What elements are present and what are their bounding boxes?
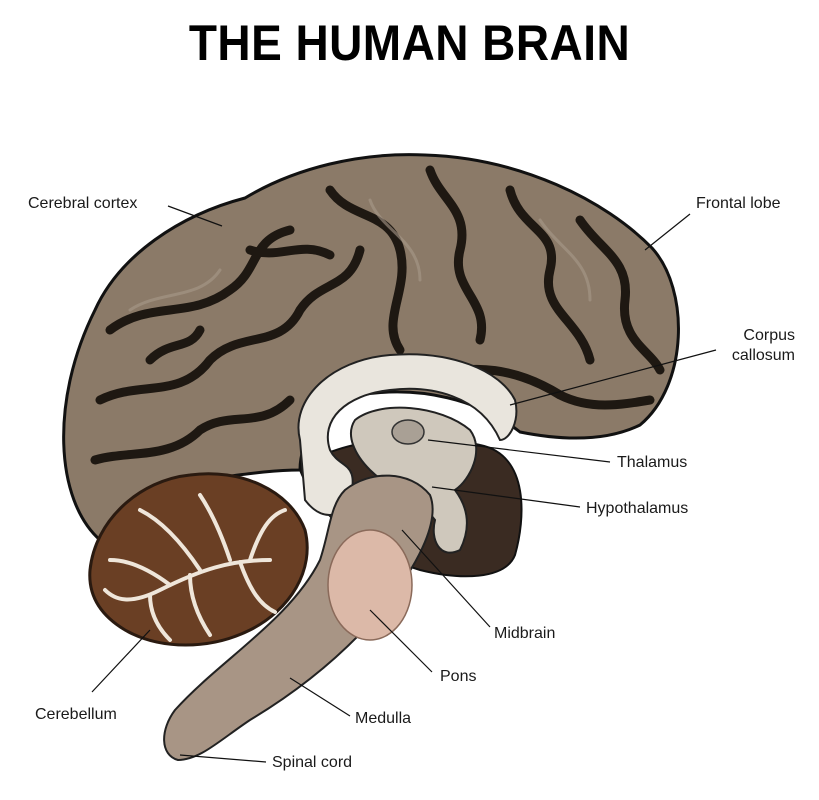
thalamus-region [350, 406, 478, 554]
leader-thalamus [427, 439, 611, 463]
cerebrum [62, 153, 680, 543]
label-medulla: Medulla [355, 710, 411, 727]
diagram-title: THE HUMAN BRAIN [188, 15, 631, 71]
leader-hypothalamus [431, 486, 581, 508]
thalamus [391, 419, 425, 445]
label-frontal-lobe: Frontal lobe [696, 195, 781, 212]
arbor-vitae [103, 493, 287, 642]
label-midbrain: Midbrain [494, 625, 555, 642]
label-cerebral-cortex: Cerebral cortex [28, 195, 137, 212]
cerebellum [88, 472, 309, 647]
corpus-callosum [297, 353, 518, 516]
leader-cerebellum [91, 629, 151, 693]
leader-corpus-callosum [509, 349, 717, 406]
sulci [90, 165, 665, 465]
leader-spinal-cord [179, 754, 267, 763]
label-thalamus: Thalamus [617, 454, 687, 471]
label-pons: Pons [440, 668, 476, 685]
leader-midbrain [401, 529, 491, 628]
leader-cerebral-cortex [167, 205, 223, 227]
pons [327, 529, 413, 641]
leader-frontal-lobe [644, 213, 691, 251]
leader-pons [369, 609, 433, 673]
label-corpus-callosum-line1: Corpus [743, 327, 795, 344]
label-hypothalamus: Hypothalamus [586, 500, 688, 517]
label-corpus-callosum-line2: callosum [732, 347, 795, 364]
label-spinal-cord: Spinal cord [272, 754, 352, 771]
leader-medulla [289, 677, 351, 717]
label-cerebellum: Cerebellum [35, 706, 117, 723]
